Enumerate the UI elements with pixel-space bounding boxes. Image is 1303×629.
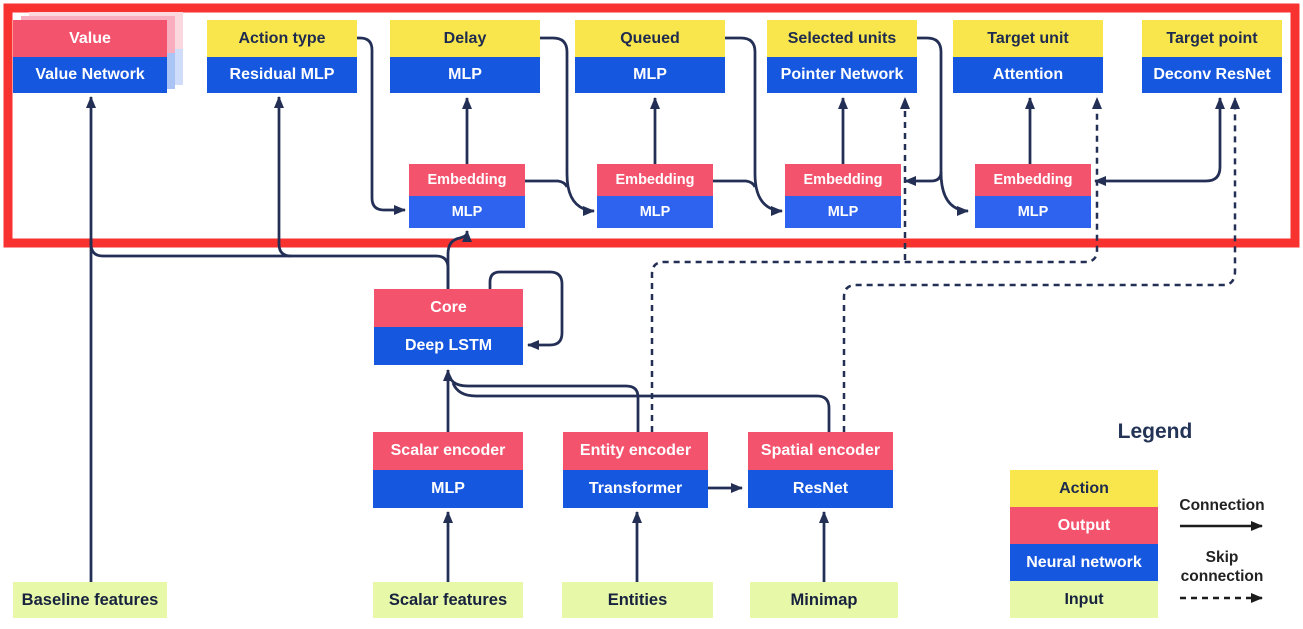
head-target-point-action: Target point (1142, 20, 1282, 57)
head-delay: Delay MLP (390, 20, 540, 93)
legend-arrows (1180, 521, 1263, 603)
head-target-point: Target point Deconv ResNet (1142, 20, 1282, 93)
embedding-1-label: Embedding (409, 164, 525, 196)
conn-emb4-to-deconv (1150, 97, 1225, 183)
conn-queued-chain-to-emb3 (723, 36, 783, 216)
input-scalar-features: Scalar features (373, 582, 523, 618)
encoder-entity: Entity encoder Transformer (563, 432, 708, 508)
head-action-type-network: Residual MLP (207, 57, 357, 93)
encoder-spatial-network: ResNet (748, 470, 893, 508)
legend-item-input: Input (1010, 581, 1158, 618)
encoder-scalar-label: Scalar encoder (373, 432, 523, 470)
encoder-entity-network: Transformer (563, 470, 708, 508)
input-baseline-features: Baseline features (13, 582, 167, 618)
embedding-3-label: Embedding (785, 164, 901, 196)
embedding-3: Embedding MLP (785, 164, 901, 228)
conn-junction-to-emb4 (939, 171, 969, 216)
legend-connection-label: Connection (1179, 497, 1265, 514)
embedding-1-network: MLP (409, 196, 525, 228)
embedding-1: Embedding MLP (409, 164, 525, 228)
skip-spatial-to-deconv (842, 97, 1240, 432)
conn-spatialenc-to-lstm (451, 382, 831, 432)
core-network: Deep LSTM (374, 327, 523, 365)
head-target-unit-network: Attention (953, 57, 1103, 93)
head-delay-action: Delay (390, 20, 540, 57)
encoder-entity-label: Entity encoder (563, 432, 708, 470)
encoder-scalar-network: MLP (373, 470, 523, 508)
head-action-type: Action type Residual MLP (207, 20, 357, 93)
embedding-2-network: MLP (597, 196, 713, 228)
conn-delay-chain-to-emb2 (540, 36, 595, 216)
head-action-type-action: Action type (207, 20, 357, 57)
conn-actiontype-to-emb1 (357, 36, 406, 215)
conn-core-self-loop (488, 270, 564, 350)
embedding-2-label: Embedding (597, 164, 713, 196)
conn-entityenc-to-lstm (448, 376, 640, 432)
legend-title: Legend (1117, 420, 1193, 443)
embedding-4-network: MLP (975, 196, 1091, 228)
legend-item-output: Output (1010, 507, 1158, 544)
head-target-point-network: Deconv ResNet (1142, 57, 1282, 93)
conn-selunits-chain-down (917, 36, 943, 172)
conn-junction-to-emb3-right (904, 171, 943, 186)
head-queued-network: MLP (575, 57, 725, 93)
legend-item-network: Neural network (1010, 544, 1158, 581)
head-queued-action: Queued (575, 20, 725, 57)
conn-core-to-actiontype (274, 96, 292, 258)
conn-core-to-embedding1 (446, 230, 472, 289)
conn-emb2-output (713, 179, 757, 188)
head-value: Value Value Network (13, 20, 167, 93)
head-queued: Queued MLP (575, 20, 725, 93)
core-block: Core Deep LSTM (374, 289, 523, 365)
head-delay-network: MLP (390, 57, 540, 93)
highlight-frame (3, 3, 1300, 248)
encoder-spatial: Spatial encoder ResNet (748, 432, 893, 508)
skip-connections (650, 97, 1240, 432)
input-minimap: Minimap (750, 582, 898, 618)
head-value-network: Value Network (13, 57, 167, 93)
head-target-unit-action: Target unit (953, 20, 1103, 57)
embedding-4: Embedding MLP (975, 164, 1091, 228)
skip-entity-to-attention (650, 97, 1102, 432)
embedding-4-label: Embedding (975, 164, 1091, 196)
embedding-2: Embedding MLP (597, 164, 713, 228)
head-selected-units-network: Pointer Network (767, 57, 917, 93)
legend-skip-label: Skip connection (1180, 549, 1264, 586)
input-entities: Entities (562, 582, 713, 618)
solid-connections (86, 36, 1225, 582)
legend-item-action: Action (1010, 470, 1158, 507)
head-value-action: Value (13, 20, 167, 57)
embedding-3-network: MLP (785, 196, 901, 228)
conn-emb1-output (525, 179, 569, 188)
encoder-spatial-label: Spatial encoder (748, 432, 893, 470)
encoder-scalar: Scalar encoder MLP (373, 432, 523, 508)
head-selected-units-action: Selected units (767, 20, 917, 57)
head-target-unit: Target unit Attention (953, 20, 1103, 93)
core-label: Core (374, 289, 523, 327)
head-selected-units: Selected units Pointer Network (767, 20, 917, 93)
